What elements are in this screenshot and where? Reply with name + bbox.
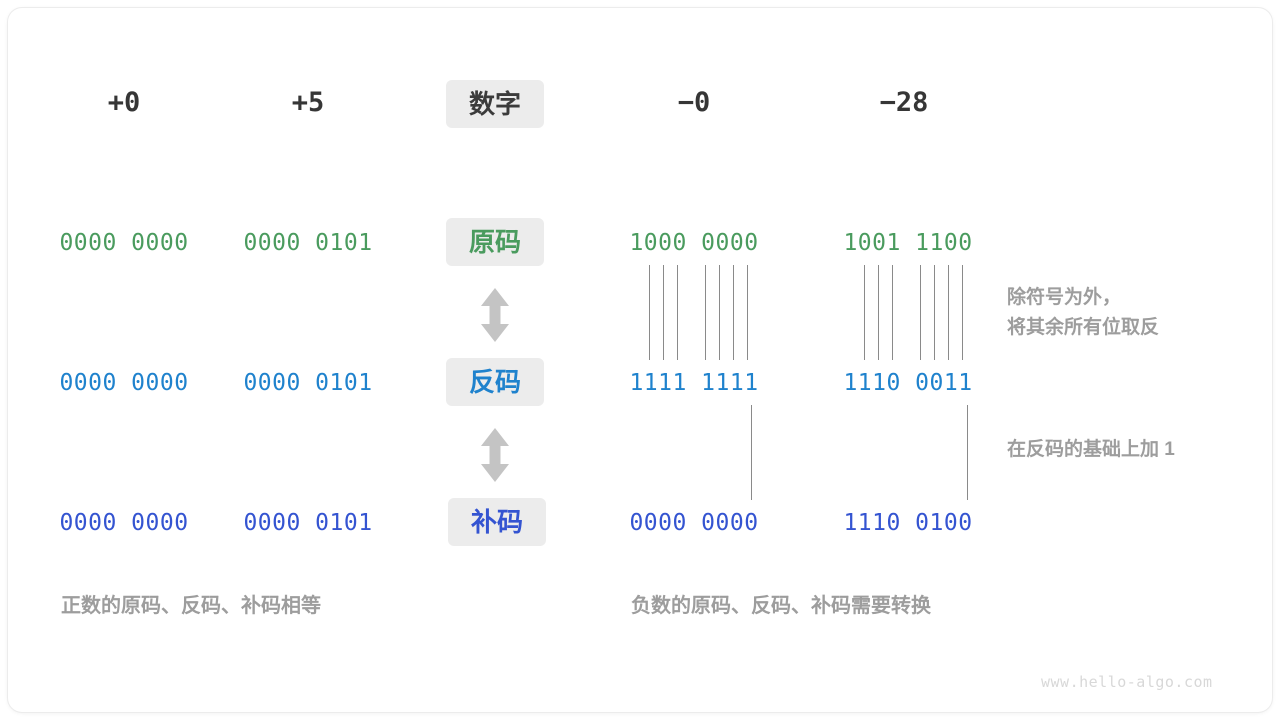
note-invert-bits: 除符号为外， 将其余所有位取反 xyxy=(1007,287,1160,338)
header-cell-pos-zero: +0 xyxy=(107,87,141,118)
header-cell-pos-five: +5 xyxy=(291,87,325,118)
cell-ones-complement-neg-zero: 1111 1111 xyxy=(629,370,759,396)
cell-true-form-pos-zero: 0000 0000 xyxy=(59,230,189,256)
caption-positive: 正数的原码、反码、补码相等 xyxy=(61,595,321,617)
cell-twos-complement-pos-zero: 0000 0000 xyxy=(59,510,189,536)
cell-ones-complement-neg-twentyeight: 1110 0011 xyxy=(843,370,973,396)
row-label-true-form: 原码 xyxy=(446,218,544,266)
cell-ones-complement-pos-five: 0000 0101 xyxy=(243,370,373,396)
cell-twos-complement-pos-five: 0000 0101 xyxy=(243,510,373,536)
watermark: www.hello-algo.com xyxy=(1041,673,1213,691)
connector-line-neg-zero-bit5 xyxy=(705,265,706,360)
card-frame xyxy=(8,8,1272,712)
double-arrow-icon-true-to-ones xyxy=(478,287,512,348)
note-add-one: 在反码的基础上加 1 xyxy=(1007,439,1175,460)
connector-line-neg-28-bit7 xyxy=(948,265,949,360)
row-label-twos-complement: 补码 xyxy=(448,498,546,546)
row-label-ones-complement: 反码 xyxy=(446,358,544,406)
connector-line-neg-28-bit2 xyxy=(864,265,865,360)
caption-negative: 负数的原码、反码、补码需要转换 xyxy=(631,595,931,617)
cell-ones-complement-pos-zero: 0000 0000 xyxy=(59,370,189,396)
connector-line-neg-28-bit4 xyxy=(892,265,893,360)
connector-line-neg-28-bit6 xyxy=(934,265,935,360)
connector-line-plus-one-neg-28 xyxy=(967,405,968,500)
cell-twos-complement-neg-zero: 0000 0000 xyxy=(629,510,759,536)
connector-line-neg-zero-bit6 xyxy=(719,265,720,360)
cell-true-form-neg-twentyeight: 1001 1100 xyxy=(843,230,973,256)
header-cell-neg-twentyeight: −28 xyxy=(879,87,929,118)
connector-line-neg-zero-bit4 xyxy=(677,265,678,360)
double-arrow-icon-ones-to-twos xyxy=(478,427,512,488)
cell-twos-complement-neg-twentyeight: 1110 0100 xyxy=(843,510,973,536)
connector-line-neg-zero-bit8 xyxy=(747,265,748,360)
header-cell-neg-zero: −0 xyxy=(677,87,711,118)
row-label-number: 数字 xyxy=(446,80,544,128)
connector-line-plus-one-neg-zero xyxy=(751,405,752,500)
connector-line-neg-28-bit8 xyxy=(962,265,963,360)
cell-true-form-neg-zero: 1000 0000 xyxy=(629,230,759,256)
connector-line-neg-28-bit5 xyxy=(920,265,921,360)
connector-line-neg-zero-bit7 xyxy=(733,265,734,360)
connector-line-neg-zero-bit3 xyxy=(663,265,664,360)
cell-true-form-pos-five: 0000 0101 xyxy=(243,230,373,256)
connector-line-neg-zero-bit2 xyxy=(649,265,650,360)
connector-line-neg-28-bit3 xyxy=(878,265,879,360)
